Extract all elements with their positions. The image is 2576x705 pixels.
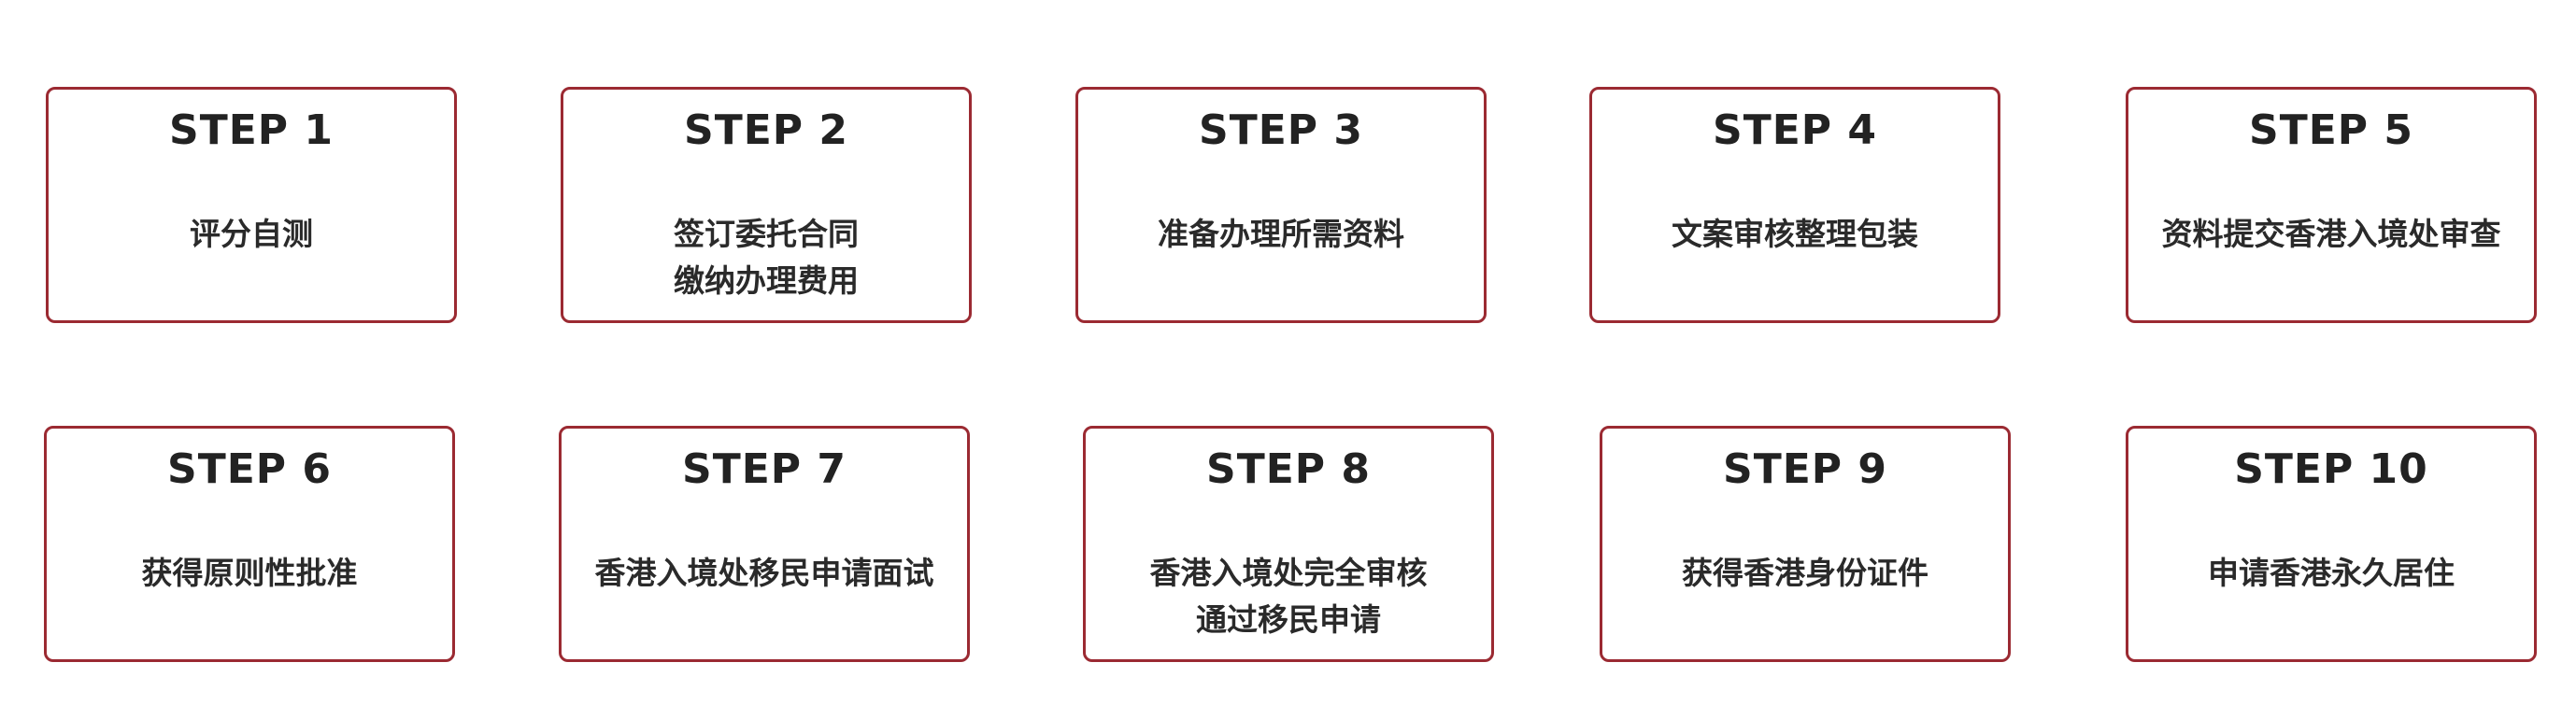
step-title: STEP 5 [2249,106,2413,154]
step-title: STEP 2 [684,106,848,154]
step-description: 文案审核整理包装 [1600,211,1990,258]
step-description: 申请香港永久居住 [2136,550,2526,597]
step-description: 获得原则性批准 [54,550,445,597]
step-card-2: STEP 2 签订委托合同 缴纳办理费用 [561,87,972,323]
step-card-10: STEP 10 申请香港永久居住 [2126,426,2537,662]
step-description: 评分自测 [56,211,447,258]
step-title: STEP 3 [1199,106,1363,154]
step-card-9: STEP 9 获得香港身份证件 [1600,426,2011,662]
step-description-line: 准备办理所需资料 [1158,216,1404,252]
step-title: STEP 9 [1723,445,1887,493]
step-description-line: 获得原则性批准 [141,555,358,591]
step-card-4: STEP 4 文案审核整理包装 [1589,87,2000,323]
step-description-line: 文案审核整理包装 [1672,216,1918,252]
step-description-line: 香港入境处完全审核 [1149,555,1428,591]
step-title: STEP 4 [1713,106,1877,154]
step-card-7: STEP 7 香港入境处移民申请面试 [559,426,970,662]
step-description-line: 资料提交香港入境处审查 [2161,216,2501,252]
step-description-line: 香港入境处移民申请面试 [594,555,934,591]
step-description: 准备办理所需资料 [1086,211,1476,258]
step-description: 香港入境处完全审核 通过移民申请 [1093,550,1484,642]
step-description-line: 获得香港身份证件 [1682,555,1928,591]
step-title: STEP 10 [2234,445,2428,493]
step-description: 资料提交香港入境处审查 [2136,211,2526,258]
step-card-1: STEP 1 评分自测 [46,87,457,323]
step-card-8: STEP 8 香港入境处完全审核 通过移民申请 [1083,426,1494,662]
step-title: STEP 1 [169,106,334,154]
step-description-line: 通过移民申请 [1196,600,1381,638]
step-description-line: 申请香港永久居住 [2208,555,2455,591]
step-description-line: 签订委托合同 [674,216,859,252]
step-description: 香港入境处移民申请面试 [569,550,960,597]
step-title: STEP 6 [167,445,332,493]
step-card-6: STEP 6 获得原则性批准 [44,426,455,662]
step-description-line: 评分自测 [190,216,313,252]
step-description-line: 缴纳办理费用 [674,261,859,299]
step-title: STEP 7 [682,445,847,493]
step-card-3: STEP 3 准备办理所需资料 [1075,87,1487,323]
step-card-5: STEP 5 资料提交香港入境处审查 [2126,87,2537,323]
step-description: 获得香港身份证件 [1610,550,2000,597]
step-description: 签订委托合同 缴纳办理费用 [571,211,961,303]
step-title: STEP 8 [1206,445,1371,493]
